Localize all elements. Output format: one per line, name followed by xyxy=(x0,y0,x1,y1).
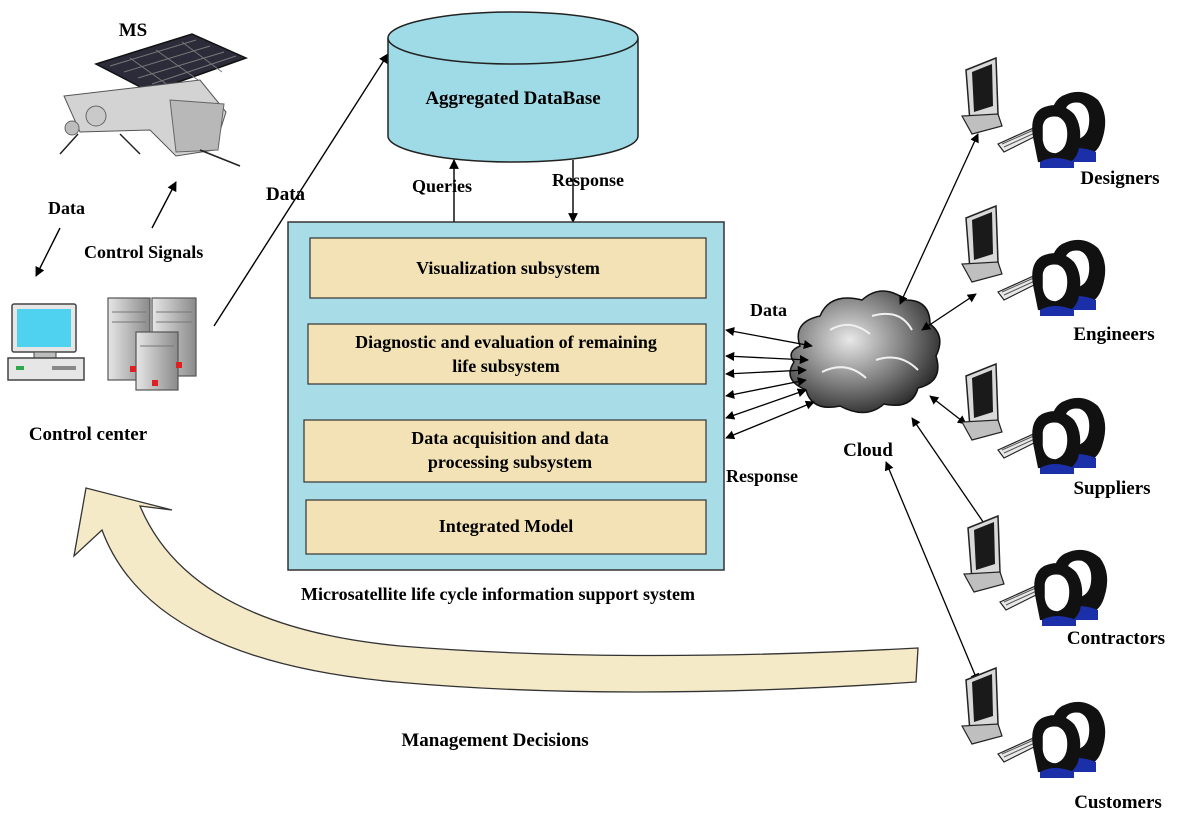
database-cylinder xyxy=(387,11,639,163)
cloud-icon xyxy=(789,290,941,414)
subsystem-acquisition-label-line1: Data acquisition and data xyxy=(411,428,609,448)
stakeholder-label-contractors: Contractors xyxy=(1067,628,1165,649)
response-cloud-label: Response xyxy=(726,466,798,486)
workstation-icon xyxy=(961,363,1106,475)
subsystem-visualization-label: Visualization subsystem xyxy=(416,258,600,278)
database-label: Aggregated DataBase xyxy=(425,88,600,109)
data-to-db-label: Data xyxy=(266,184,306,205)
cloud-stakeholder-arrows xyxy=(884,133,991,683)
stakeholder-label-designers: Designers xyxy=(1080,168,1159,189)
queries-label: Queries xyxy=(412,176,472,196)
stakeholder-label-suppliers: Suppliers xyxy=(1073,478,1150,499)
data-down-arrow xyxy=(35,227,61,277)
system-caption: Microsatellite life cycle information su… xyxy=(301,584,695,604)
cloud-label: Cloud xyxy=(843,440,893,461)
management-decisions-arrow xyxy=(73,487,919,693)
data-down-label: Data xyxy=(48,198,85,218)
subsystem-diagnostic xyxy=(307,323,707,385)
computer-icon xyxy=(7,303,85,381)
subsystem-acquisition xyxy=(303,419,707,483)
system-cloud-arrows xyxy=(725,327,815,440)
server-towers-icon xyxy=(107,297,197,391)
workstation-icon xyxy=(961,205,1106,317)
workstation-icon xyxy=(963,515,1108,627)
subsystem-diagnostic-label-line1: Diagnostic and evaluation of remaining xyxy=(355,332,657,352)
subsystem-integrated-model-label: Integrated Model xyxy=(439,516,573,536)
satellite-label: MS xyxy=(119,20,148,41)
response-db-label: Response xyxy=(552,170,624,190)
management-decisions-label: Management Decisions xyxy=(401,730,588,751)
subsystem-diagnostic-label-line2: life subsystem xyxy=(452,356,560,376)
control-signals-arrow xyxy=(151,181,177,229)
workstation-icon xyxy=(961,667,1106,779)
subsystem-integrated-model xyxy=(305,499,707,555)
workstation-icon xyxy=(961,57,1106,169)
subsystem-acquisition-label-line2: processing subsystem xyxy=(428,452,592,472)
stakeholder-label-engineers: Engineers xyxy=(1073,324,1154,345)
satellite-icon xyxy=(59,33,249,167)
subsystem-visualization xyxy=(309,237,707,299)
control-center-label: Control center xyxy=(29,424,148,445)
control-signals-label: Control Signals xyxy=(84,242,203,262)
data-cloud-label: Data xyxy=(750,300,787,320)
stakeholder-label-customers: Customers xyxy=(1074,792,1162,813)
data-to-db-arrow xyxy=(213,53,389,327)
